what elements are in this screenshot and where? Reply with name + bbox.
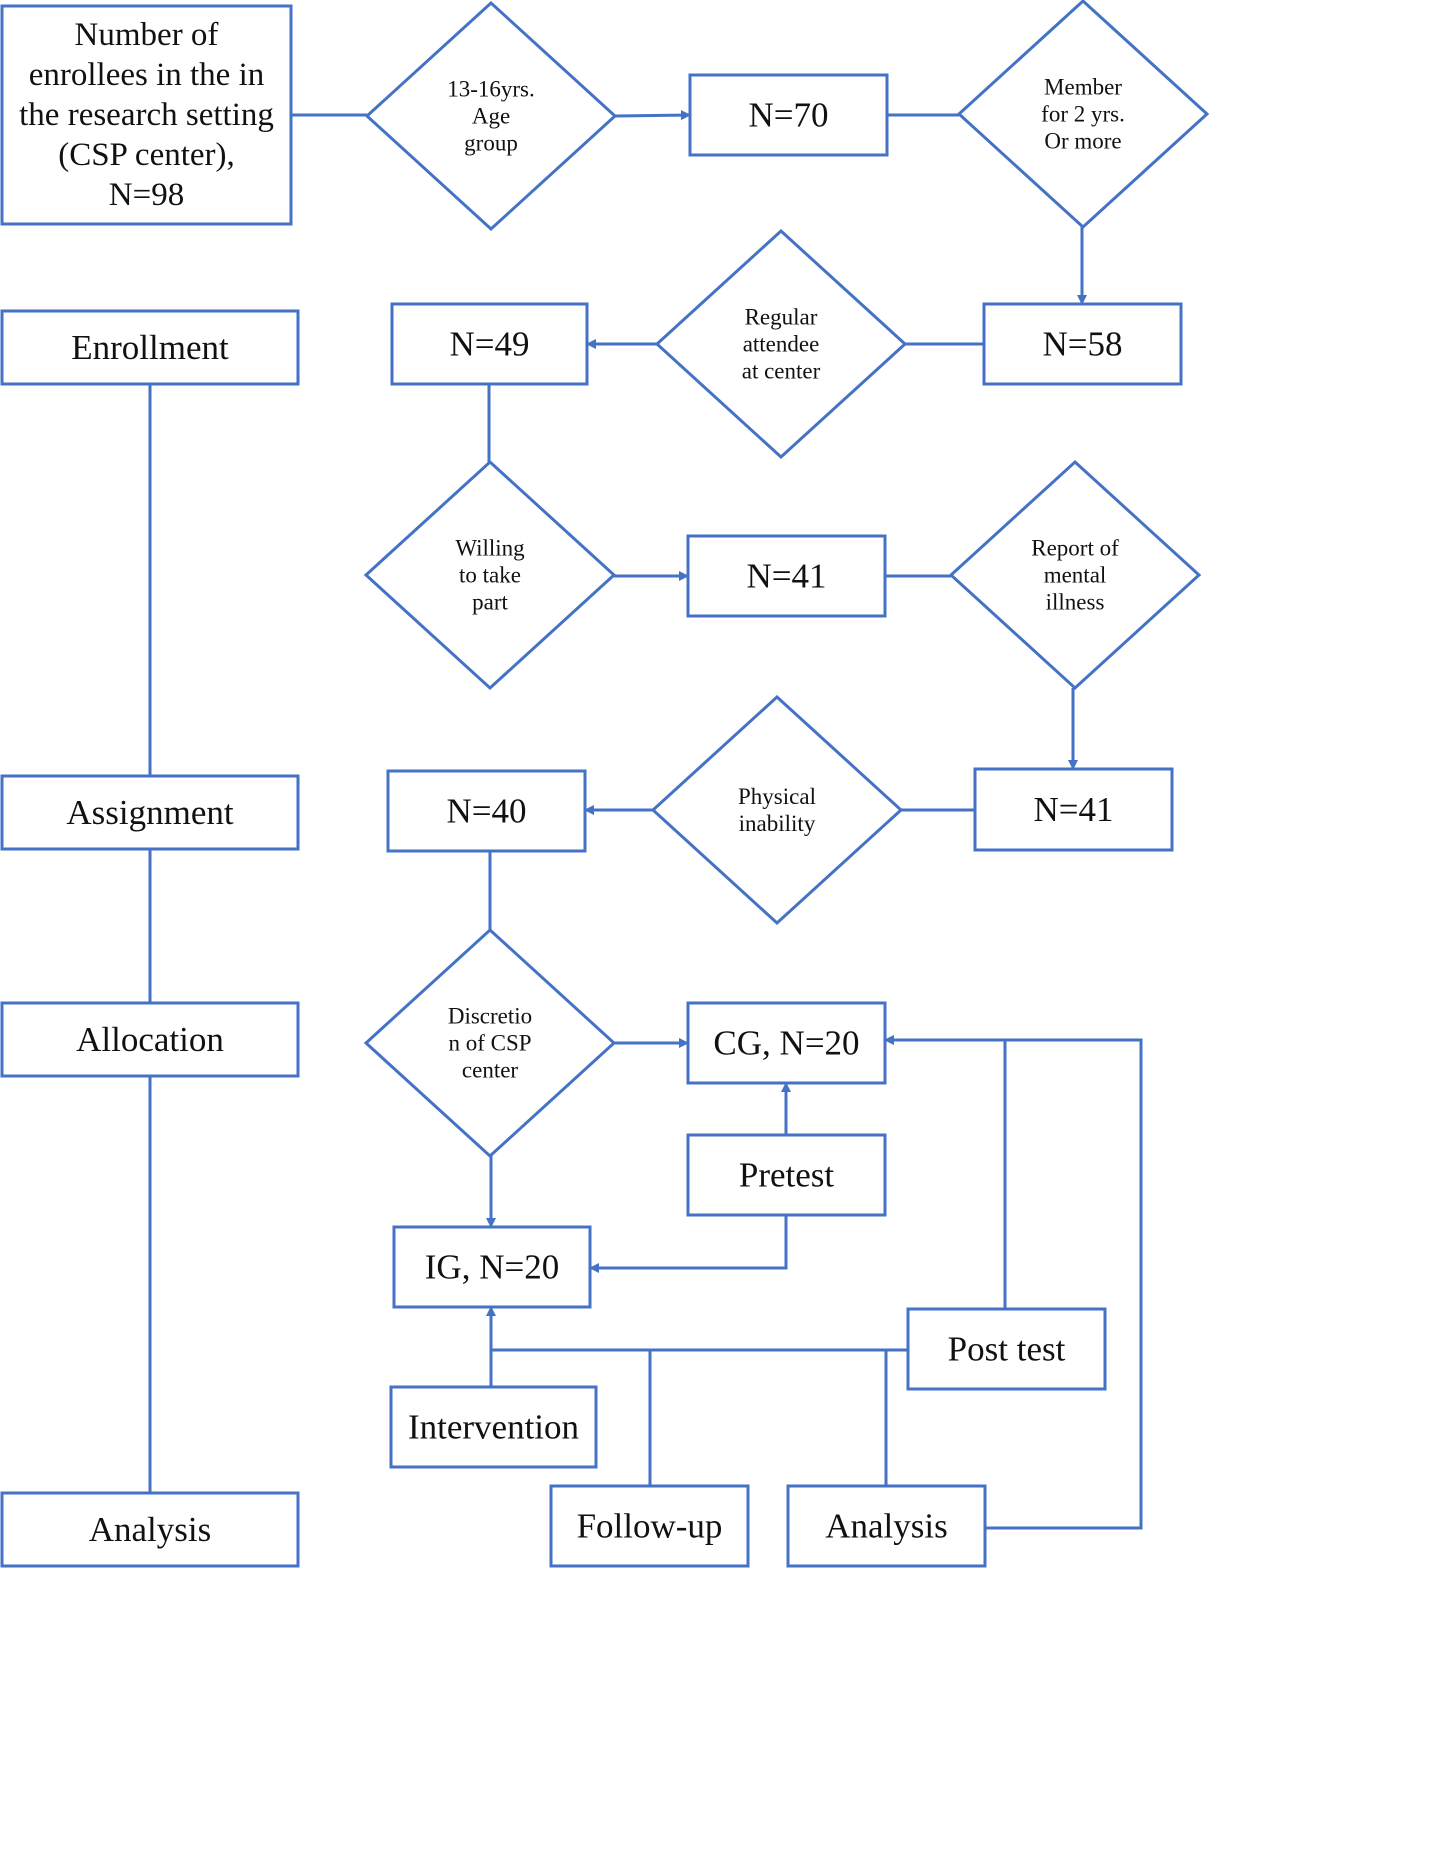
posttest-label-line: Post test — [948, 1330, 1066, 1369]
posttest-to-cg-arrow — [884, 1035, 1007, 1309]
ig-box: IG, N=20 — [392, 1225, 592, 1309]
cg-frame — [686, 1001, 887, 1085]
ig-frame — [392, 1225, 592, 1309]
n41b-label-line: N=41 — [1033, 790, 1113, 829]
stage-allocation-frame — [0, 1001, 300, 1078]
n49-box: N=49 — [390, 302, 589, 386]
physical-diamond-frame — [650, 694, 904, 926]
willing-diamond-label-line: Willing — [455, 536, 525, 561]
n41b-frame — [973, 767, 1174, 852]
start-box-label-line: Number of — [75, 17, 219, 53]
discretion-diamond-label-line: Discretio — [448, 1004, 532, 1029]
mental-diamond-label-line: mental — [1044, 563, 1107, 588]
stage-assignment-box: Assignment — [0, 774, 300, 851]
willing-diamond-label-line: to take — [459, 563, 521, 588]
pretest-to-ig-arrow — [589, 1215, 788, 1273]
member-diamond-label-line: for 2 yrs. — [1041, 102, 1125, 127]
n70-frame — [688, 73, 889, 157]
stage-analysis-box: Analysis — [0, 1491, 300, 1568]
n49-label-line: N=49 — [449, 325, 529, 364]
intervention-box: Intervention — [389, 1385, 598, 1469]
followup-box: Follow-up — [549, 1484, 750, 1568]
stage-assignment-label-line: Assignment — [66, 793, 234, 832]
age-diamond-label-line: 13-16yrs. — [447, 77, 535, 102]
member-diamond-label-line: Or more — [1044, 129, 1121, 154]
start-box-frame — [0, 4, 293, 226]
n70-box: N=70 — [688, 73, 889, 157]
followup-label-line: Follow-up — [577, 1507, 723, 1546]
regular-diamond-label-line: at center — [742, 359, 821, 384]
n58-box: N=58 — [982, 302, 1183, 386]
stage-enrollment-frame — [0, 309, 300, 386]
cg-label-line: CG, N=20 — [713, 1024, 859, 1063]
age-diamond-frame — [364, 0, 618, 232]
n70-label-line: N=70 — [748, 96, 828, 135]
pretest-box: Pretest — [686, 1133, 887, 1217]
physical-diamond-label-line: Physical — [738, 784, 816, 809]
discretion-diamond-frame — [363, 927, 617, 1159]
analysis-box-box: Analysis — [786, 1484, 987, 1568]
stage-assignment-frame — [0, 774, 300, 851]
n40-label-line: N=40 — [446, 792, 526, 831]
physical-diamond-label-line: inability — [739, 811, 816, 836]
stage-allocation-label-line: Allocation — [76, 1020, 224, 1059]
posttest-frame — [906, 1307, 1107, 1391]
n58-frame — [982, 302, 1183, 386]
n41a-frame — [686, 534, 887, 618]
start-box-label-line: the research setting — [19, 97, 274, 133]
willing-diamond-label-line: part — [472, 590, 508, 615]
n40-frame — [386, 769, 587, 853]
member-diamond-label-line: Member — [1044, 75, 1122, 100]
intervention-frame — [389, 1385, 598, 1469]
mental-diamond-frame — [948, 459, 1202, 691]
ig-label-line: IG, N=20 — [425, 1248, 559, 1287]
pretest-frame — [686, 1133, 887, 1217]
stage-enrollment-label-line: Enrollment — [71, 328, 229, 367]
n41a-label-line: N=41 — [746, 557, 826, 596]
stage-allocation-box: Allocation — [0, 1001, 300, 1078]
followup-frame — [549, 1484, 750, 1568]
mental-diamond-label-line: illness — [1046, 590, 1105, 615]
connectors — [148, 110, 1143, 1530]
n58-label-line: N=58 — [1042, 325, 1122, 364]
stage-analysis-frame — [0, 1491, 300, 1568]
stage-analysis-label-line: Analysis — [89, 1510, 212, 1549]
n41a-box: N=41 — [686, 534, 887, 618]
mental-diamond-label-line: Report of — [1031, 536, 1119, 561]
n41b-box: N=41 — [973, 767, 1174, 852]
regular-diamond-label-line: attendee — [743, 332, 820, 357]
age-to-n70-arrow — [614, 110, 691, 121]
start-box-label-line: N=98 — [109, 177, 184, 213]
analysis-box-label-line: Analysis — [825, 1507, 948, 1546]
age-diamond-label-line: group — [464, 131, 518, 156]
willing-diamond-frame — [363, 459, 617, 691]
start-box-box: Number of enrollees in the in the research… — [0, 4, 293, 226]
n40-box: N=40 — [386, 769, 587, 853]
discretion-diamond-label-line: n of CSP — [448, 1031, 531, 1056]
pretest-label-line: Pretest — [739, 1156, 835, 1195]
analysis-to-cg-arrow — [884, 1035, 1143, 1530]
age-diamond-label-line: Age — [472, 104, 510, 129]
cg-box: CG, N=20 — [686, 1001, 887, 1085]
regular-diamond-label-line: Regular — [745, 305, 818, 330]
member-diamond-frame — [956, 0, 1210, 230]
n49-frame — [390, 302, 589, 386]
start-box-label-line: enrollees in the in — [29, 57, 265, 93]
stage-enrollment-box: Enrollment — [0, 309, 300, 386]
intervention-label-line: Intervention — [408, 1408, 579, 1447]
discretion-diamond-label-line: center — [462, 1058, 519, 1083]
start-box-label-line: (CSP center), — [58, 137, 235, 173]
posttest-box: Post test — [906, 1307, 1107, 1391]
regular-diamond-frame — [654, 228, 908, 460]
analysis-box-frame — [786, 1484, 987, 1568]
shapes: Number of enrollees in the in the research… — [0, 0, 1210, 1568]
